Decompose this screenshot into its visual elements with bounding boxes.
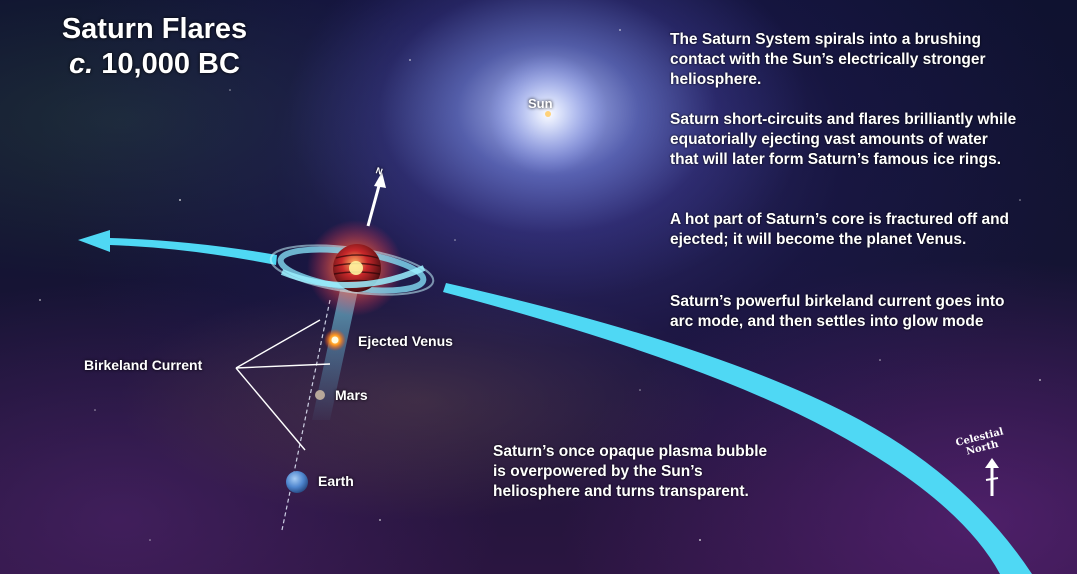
paragraph-venus-ejected: A hot part of Saturn’s core is fractured…: [670, 211, 1010, 248]
label-birkeland-current: Birkeland Current: [84, 357, 203, 373]
celestial-north-crossbar: [985, 477, 999, 481]
paragraph-plasma-bubble: Saturn’s once opaque plasma bubble is ov…: [493, 443, 768, 500]
venus-core: [331, 336, 339, 344]
title-line-1: Saturn Flares: [61, 13, 248, 45]
paragraph-flares: Saturn short-circuits and flares brillia…: [670, 111, 1017, 168]
north-arrow-head: [374, 172, 386, 188]
page-title: Saturn Flares c. 10,000 BC: [42, 12, 267, 82]
birkeland-pointer-lines: [235, 319, 331, 451]
orbit-path-left-arrow: [78, 230, 277, 265]
star-field: [39, 29, 1041, 541]
label-ejected-venus: Ejected Venus: [358, 333, 453, 349]
label-earth: Earth: [318, 473, 354, 489]
label-sun: Sun: [528, 96, 553, 111]
title-date: 10,000 BC: [93, 48, 240, 80]
earth-planet: [286, 471, 308, 493]
saturn-ring-front: [280, 265, 426, 289]
title-circa: c.: [69, 48, 94, 80]
label-mars: Mars: [335, 387, 368, 403]
mars-planet: [315, 390, 325, 400]
celestial-north-arrow-head: [985, 458, 999, 468]
north-arrow-line: [366, 181, 382, 227]
title-line-2: c. 10,000 BC: [42, 47, 267, 82]
plasma-stream: [312, 290, 358, 420]
saturn-core-flash: [349, 261, 363, 275]
paragraph-heliosphere-contact: The Saturn System spirals into a brushin…: [670, 31, 986, 88]
paragraph-birkeland-arc: Saturn’s powerful birkeland current goes…: [670, 293, 1005, 330]
sun-dot: [545, 111, 551, 117]
